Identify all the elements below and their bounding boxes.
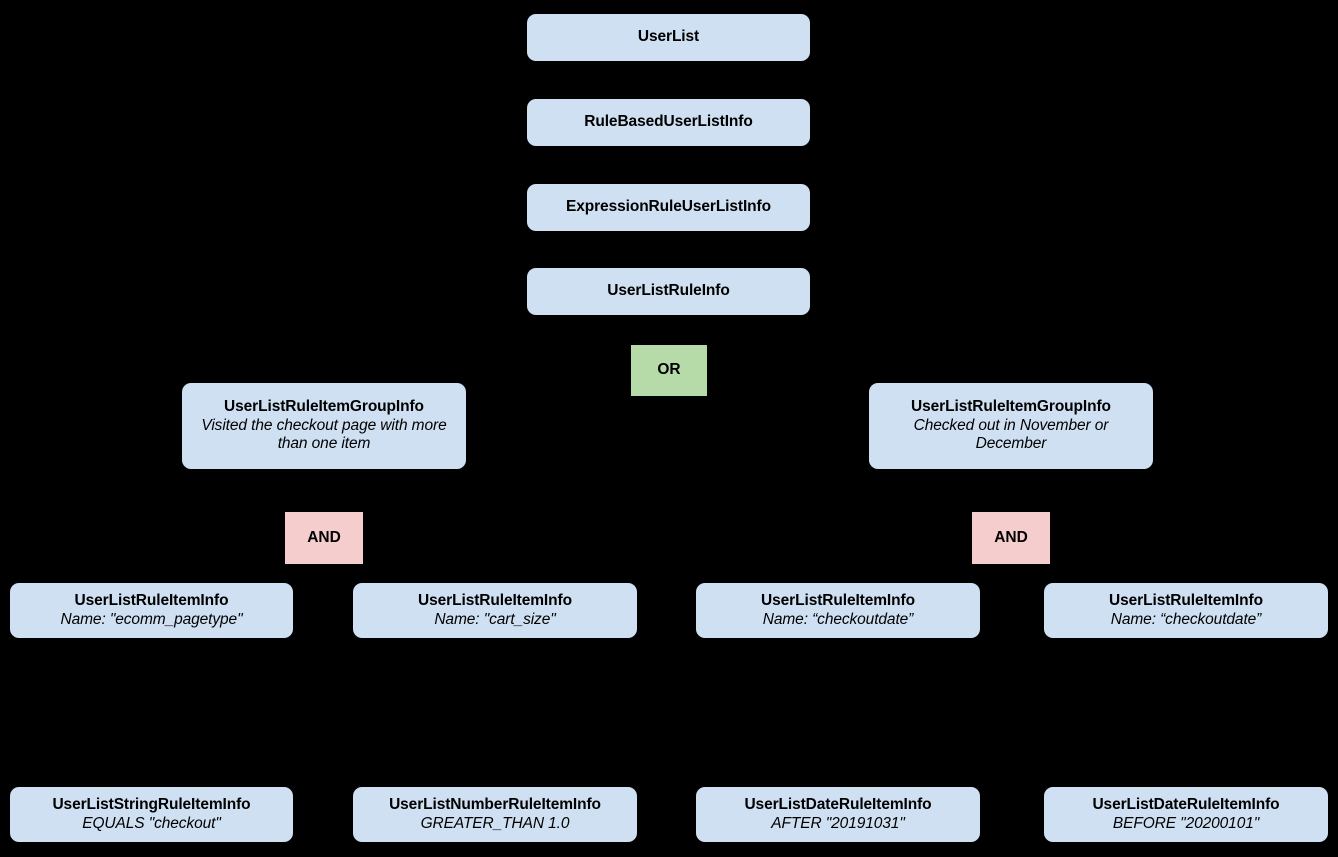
node-rule-based-user-list-info[interactable]: RuleBasedUserListInfo [527, 99, 810, 146]
operator-label: AND [994, 528, 1028, 546]
node-subtitle: AFTER "20191031" [771, 814, 905, 832]
node-and-operator-left[interactable]: AND [285, 512, 363, 564]
node-subtitle: Checked out in November or December [913, 416, 1109, 453]
node-title: UserListRuleItemInfo [418, 591, 572, 609]
edge-and-left-to-rule-item-1 [150, 537, 291, 583]
node-group-left[interactable]: UserListRuleItemGroupInfo Visited the ch… [182, 383, 466, 469]
node-leaf-2[interactable]: UserListNumberRuleItemInfo GREATER_THAN … [353, 787, 637, 842]
node-rule-item-1[interactable]: UserListRuleItemInfo Name: "ecomm_pagety… [10, 583, 293, 638]
node-title: UserListStringRuleItemInfo [52, 795, 251, 813]
node-leaf-4[interactable]: UserListDateRuleItemInfo BEFORE "2020010… [1044, 787, 1328, 842]
edge-or-to-group-left [323, 370, 640, 383]
node-title: UserListDateRuleItemInfo [1092, 795, 1280, 813]
operator-label: AND [307, 528, 341, 546]
node-title: UserListNumberRuleItemInfo [389, 795, 601, 813]
node-title: UserListRuleItemInfo [74, 591, 229, 609]
node-rule-item-2[interactable]: UserListRuleItemInfo Name: "cart_size" [353, 583, 637, 638]
node-user-list[interactable]: UserList [527, 14, 810, 61]
node-rule-item-3[interactable]: UserListRuleItemInfo Name: “checkoutdate… [696, 583, 980, 638]
node-subtitle: Name: "ecomm_pagetype" [60, 610, 243, 628]
node-subtitle: EQUALS "checkout" [82, 814, 221, 832]
node-user-list-rule-info[interactable]: UserListRuleInfo [527, 268, 810, 315]
node-title: UserListRuleItemGroupInfo [224, 398, 424, 416]
operator-label: OR [657, 361, 681, 379]
node-subtitle: BEFORE "20200101" [1112, 814, 1260, 832]
edge-and-left-to-rule-item-2 [358, 537, 496, 583]
node-subtitle: Name: “checkoutdate” [762, 610, 914, 628]
node-subtitle: GREATER_THAN 1.0 [420, 814, 570, 832]
node-leaf-1[interactable]: UserListStringRuleItemInfo EQUALS "check… [10, 787, 293, 842]
node-and-operator-right[interactable]: AND [972, 512, 1050, 564]
node-title: RuleBasedUserListInfo [584, 113, 753, 131]
node-expression-rule-user-list-info[interactable]: ExpressionRuleUserListInfo [527, 184, 810, 231]
node-title: UserListRuleItemGroupInfo [911, 398, 1111, 416]
node-rule-item-4[interactable]: UserListRuleItemInfo Name: “checkoutdate… [1044, 583, 1328, 638]
edge-and-right-to-rule-item-3 [837, 537, 978, 583]
node-leaf-3[interactable]: UserListDateRuleItemInfo AFTER "20191031… [696, 787, 980, 842]
node-title: UserListRuleInfo [607, 282, 730, 300]
node-or-operator[interactable]: OR [631, 345, 707, 396]
node-title: UserList [637, 28, 700, 46]
node-title: ExpressionRuleUserListInfo [566, 198, 771, 216]
edge-or-to-group-right [707, 370, 1012, 383]
node-title: UserListRuleItemInfo [1109, 591, 1263, 609]
node-title: UserListRuleItemInfo [761, 591, 915, 609]
edge-and-right-to-rule-item-4 [1045, 537, 1187, 583]
node-subtitle: Name: “checkoutdate” [1110, 610, 1262, 628]
node-subtitle: Visited the checkout page with more than… [201, 416, 447, 453]
node-title: UserListDateRuleItemInfo [744, 795, 932, 813]
node-subtitle: Name: "cart_size" [434, 610, 556, 628]
node-group-right[interactable]: UserListRuleItemGroupInfo Checked out in… [869, 383, 1153, 469]
